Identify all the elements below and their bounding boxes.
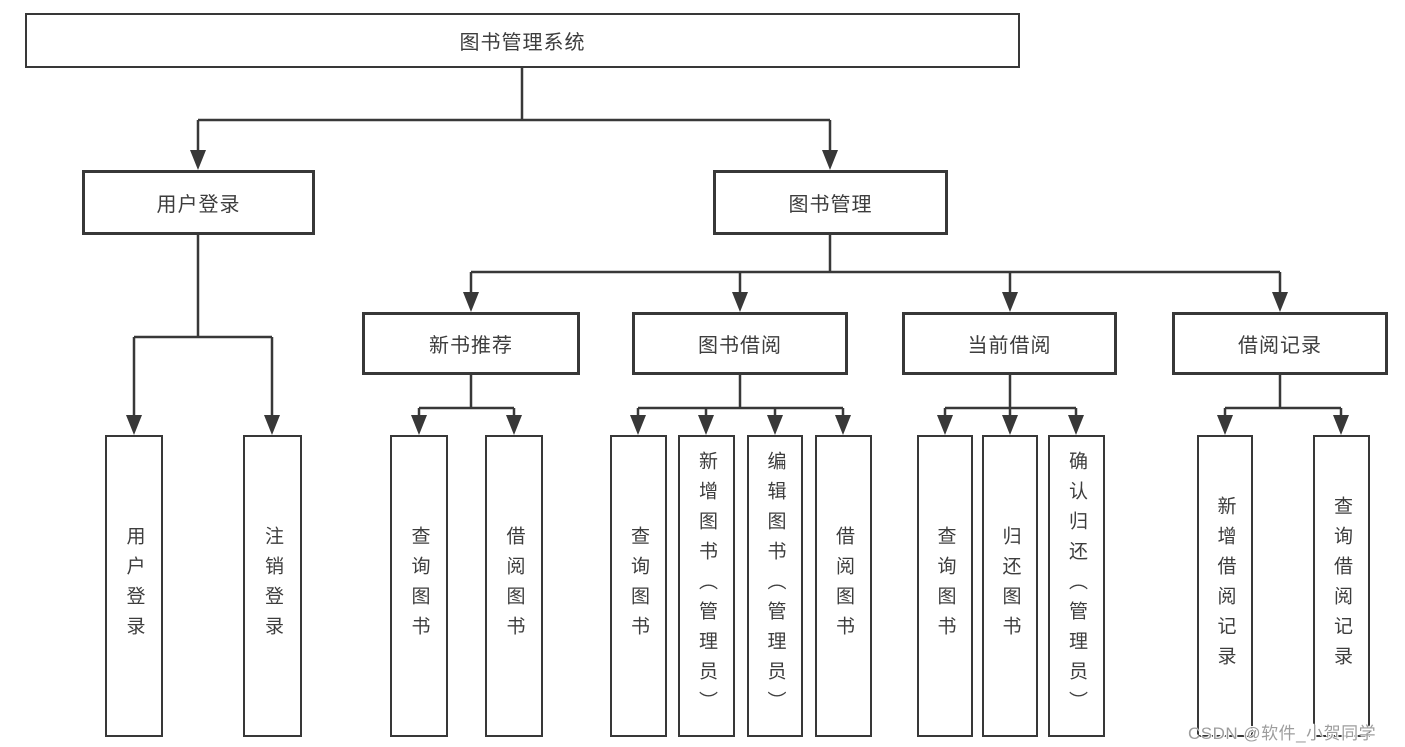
leaf-query-books-borrow-label: 查询图书: [628, 526, 649, 646]
leaf-logout: 注销登录: [243, 435, 302, 737]
node-new-book-recommend-label: 新书推荐: [429, 335, 513, 357]
node-borrow-records: 借阅记录: [1172, 312, 1388, 375]
leaf-logout-label: 注销登录: [262, 526, 283, 646]
leaf-query-books-current: 查询图书: [917, 435, 973, 737]
leaf-add-borrow-record: 新增借阅记录: [1197, 435, 1253, 737]
node-book-management: 图书管理: [713, 170, 948, 235]
leaf-query-books-current-label: 查询图书: [934, 526, 956, 646]
node-user-login: 用户登录: [82, 170, 315, 235]
csdn-watermark: CSDN @软件_小贺同学: [1188, 724, 1377, 743]
node-new-book-recommend: 新书推荐: [362, 312, 580, 375]
leaf-borrow-books: 借阅图书: [815, 435, 872, 737]
node-user-login-label: 用户登录: [156, 194, 241, 216]
leaf-add-books-admin-label: 新增图书（管理员）: [696, 451, 717, 721]
leaf-query-books-recommend-label: 查询图书: [408, 526, 430, 646]
node-root: 图书管理系统: [25, 13, 1020, 68]
leaf-query-books-borrow: 查询图书: [610, 435, 667, 737]
node-borrow-records-label: 借阅记录: [1238, 335, 1322, 357]
leaf-borrow-books-label: 借阅图书: [833, 526, 854, 646]
leaf-confirm-return-admin-label: 确认归还（管理员）: [1066, 451, 1087, 721]
node-current-borrow: 当前借阅: [902, 312, 1117, 375]
node-book-management-label: 图书管理: [788, 194, 873, 216]
node-book-borrow-label: 图书借阅: [698, 335, 782, 357]
node-root-label: 图书管理系统: [459, 32, 586, 54]
leaf-query-books-recommend: 查询图书: [390, 435, 448, 737]
leaf-query-borrow-record: 查询借阅记录: [1313, 435, 1370, 737]
leaf-confirm-return-admin: 确认归还（管理员）: [1048, 435, 1105, 737]
leaf-add-borrow-record-label: 新增借阅记录: [1214, 496, 1236, 676]
leaf-return-books-label: 归还图书: [999, 526, 1021, 646]
leaf-user-login: 用户登录: [105, 435, 163, 737]
leaf-borrow-books-recommend-label: 借阅图书: [503, 526, 525, 646]
leaf-edit-books-admin-label: 编辑图书（管理员）: [764, 451, 786, 721]
leaf-borrow-books-recommend: 借阅图书: [485, 435, 543, 737]
node-book-borrow: 图书借阅: [632, 312, 848, 375]
leaf-edit-books-admin: 编辑图书（管理员）: [747, 435, 803, 737]
node-current-borrow-label: 当前借阅: [967, 335, 1052, 357]
leaf-add-books-admin: 新增图书（管理员）: [678, 435, 735, 737]
leaf-return-books: 归还图书: [982, 435, 1038, 737]
leaf-query-borrow-record-label: 查询借阅记录: [1331, 496, 1352, 676]
leaf-user-login-label: 用户登录: [123, 526, 145, 646]
